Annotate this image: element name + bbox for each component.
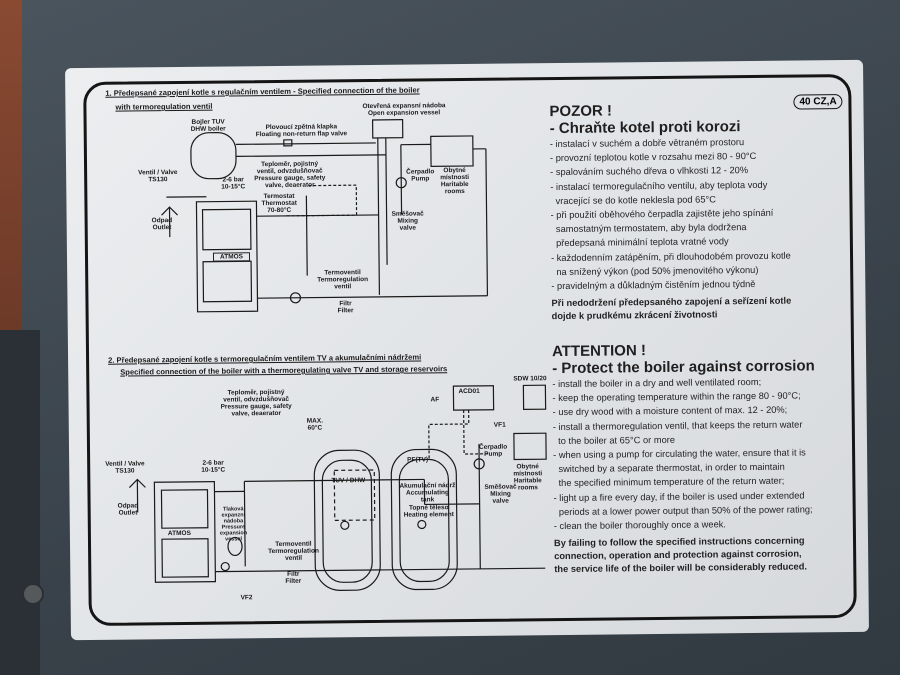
bolt [22, 583, 44, 605]
label-pressure: 2-6 bar 10-15°C [221, 176, 246, 191]
english-item: - light up a fire every day, if the boil… [553, 490, 813, 517]
label-pressure-vessel: Tlaková expanzní nádoba Pressure expansi… [219, 506, 248, 543]
label-filter: Filtr Filter [337, 300, 354, 315]
label-outlet: Odpad Outlet [151, 217, 173, 232]
label-rooms-2: Obytné místnosti Haritable rooms [513, 463, 543, 492]
dhw-tank-shape [313, 449, 381, 591]
czech-warning-section: POZOR ! - Chraňte kotel proti korozi - i… [549, 101, 791, 324]
label-pf-tv: PF(TV) [407, 456, 429, 464]
piping-diagrams [128, 119, 547, 591]
label-termoventil-2: Termoventil Termoregulation ventil [268, 540, 319, 563]
english-item: - install a thermoregulation ventil, tha… [552, 419, 803, 446]
label-flap-valve: Plovoucí zpětná klapka Floating non-retu… [255, 123, 348, 139]
label-rooms: Obytné místnosti Haritable rooms [440, 167, 470, 196]
english-warning: By failing to follow the specified instr… [553, 535, 807, 575]
radiator-shape [430, 135, 474, 167]
label-pump: Čerpadlo Pump [406, 168, 435, 183]
label-pressure-2: 2-6 bar 10-15°C [201, 459, 226, 474]
label-termoventil: Termoventil Termoregulation ventil [317, 269, 369, 291]
boiler2-shape [153, 481, 217, 583]
label-outlet-2: Odpad Outlet [117, 502, 139, 517]
label-thermostat: Termostat Thermostat 70-80°C [261, 192, 297, 215]
label-mixing-valve: Směšovač Mixing valve [391, 210, 424, 232]
sdw-controller-shape [522, 384, 547, 411]
dhw-boiler-shape [190, 131, 237, 180]
czech-item: - při použití oběhového čerpadla zajistě… [550, 207, 774, 249]
boiler-shape [195, 200, 259, 313]
diagram1-title-line2: with termoregulation ventil [115, 101, 213, 112]
brick-wall [0, 0, 26, 330]
english-subtitle: - Protect the boiler against corrosion [552, 357, 815, 378]
label-valve-2: Ventil / Valve TS130 [105, 460, 145, 475]
flap-valve-shape [283, 139, 293, 147]
czech-item: - instalací termoregulačního ventilu, ab… [550, 179, 768, 206]
boiler-brand-2: ATMOS [167, 529, 191, 538]
label-gauge-2: Teploměr, pojistný ventil, odvzdušňovač … [220, 388, 292, 418]
czech-item: - každodenním zatápěním, při dlouhodobém… [550, 250, 791, 277]
label-vf2: VF2 [240, 594, 253, 602]
label-valve: Ventil / Valve TS130 [138, 169, 178, 184]
label-pump-2: Čerpadlo Pump [478, 443, 508, 458]
label-acd01: ACD01 [458, 387, 480, 396]
english-item: - clean the boiler thoroughly once a wee… [553, 519, 727, 532]
english-item: - when using a pump for circulating the … [553, 447, 806, 489]
radiator2-shape [513, 432, 547, 461]
acd01-controller-shape [452, 385, 495, 411]
accumulation-tank-shape [390, 448, 458, 591]
instruction-plate: 40 CZ,A 1. Předepsané zapojení kotle s r… [65, 59, 869, 641]
pump2-shape [473, 458, 485, 470]
panel-edge [0, 330, 40, 675]
label-accumulating-tank: Akumulační nádrž Accumulating tank [399, 482, 456, 504]
label-tuv-dhw: TUV / DHW [331, 477, 366, 485]
label-max-temp: MAX. 60°C [306, 417, 324, 432]
pump-shape [395, 177, 407, 189]
boiler-brand: ATMOS [212, 252, 251, 262]
label-dhw-boiler: Bojler TUV DHW boiler [190, 118, 226, 134]
label-heating-element: Topné těleso Heating element [403, 504, 454, 519]
expansion-vessel-shape [371, 119, 404, 139]
english-warning-section: ATTENTION ! - Protect the boiler against… [552, 340, 817, 576]
czech-item: - pravidelným a důkladným čistěním jedno… [551, 279, 756, 292]
label-expansion-vessel: Otevřená expansní nádoba Open expansion … [362, 102, 446, 118]
label-af: AF [430, 396, 440, 404]
label-sdw: SDW 10/20 [513, 375, 547, 383]
label-mixing-valve-2: Směšovač Mixing valve [484, 483, 517, 506]
label-vf1: VF1 [493, 421, 506, 429]
czech-warning: Při nedodržení předepsaného zapojení a s… [551, 295, 792, 322]
label-gauge: Teploměr, pojistný ventil, odvzdušňovač … [254, 160, 326, 190]
label-filter-2: Filtr Filter [285, 570, 302, 586]
